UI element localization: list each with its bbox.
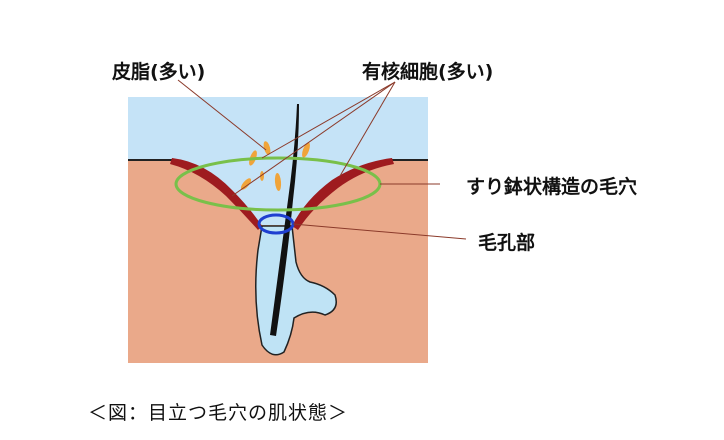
keratinocyte-leader-line — [261, 81, 396, 159]
pore-opening-leader-line — [292, 223, 467, 240]
pore-wall-right — [292, 158, 394, 230]
keratinocyte-label: 有核細胞(多い) — [362, 61, 494, 83]
sebum-droplet — [302, 142, 310, 158]
mortar-pore-label: すり鉢状構造の毛穴 — [466, 176, 638, 198]
sky-region — [128, 97, 428, 165]
sebum-droplet — [263, 141, 271, 155]
figure-caption: ＜図：目立つ毛穴の肌状態＞ — [88, 402, 349, 424]
pore-opening-label: 毛孔部 — [478, 232, 536, 254]
sebum-droplet — [260, 171, 264, 181]
hair-shaft — [270, 104, 299, 336]
sebum-leader-line — [177, 79, 267, 151]
sebum-label: 皮脂(多い) — [112, 61, 206, 83]
sebum-droplet — [274, 173, 282, 191]
keratinocyte-leader-line — [339, 81, 396, 177]
pore-wall-left — [170, 158, 262, 230]
sebum-droplet — [240, 178, 252, 190]
keratinocyte-leader-line — [231, 81, 396, 197]
